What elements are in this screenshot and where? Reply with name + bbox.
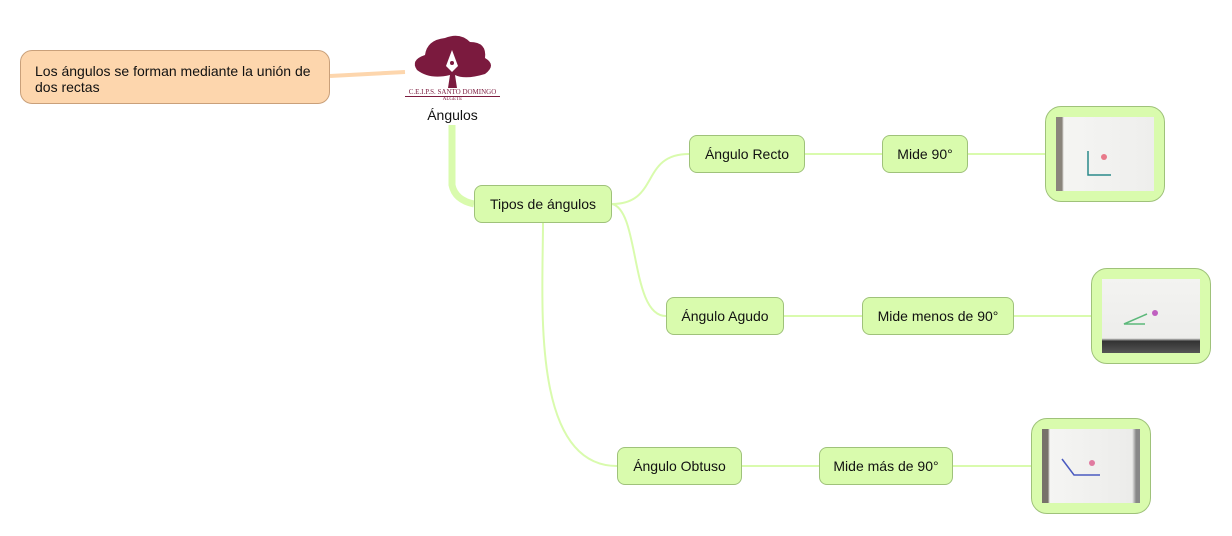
agudo-label: Ángulo Agudo <box>681 308 769 324</box>
obtuso-label: Ángulo Obtuso <box>633 458 726 474</box>
agudo-measure-node[interactable]: Mide menos de 90° <box>862 297 1014 335</box>
root-title: Ángulos <box>427 107 478 123</box>
obtuso-measure: Mide más de 90° <box>833 458 939 474</box>
tipos-node[interactable]: Tipos de ángulos <box>474 185 612 223</box>
agudo-image[interactable] <box>1091 268 1211 364</box>
logo-subtext: ALGETE <box>442 97 463 102</box>
tipos-label: Tipos de ángulos <box>489 196 597 212</box>
logo-text: C.E.I.P.S. SANTO DOMINGO <box>405 88 500 97</box>
obtuso-image[interactable] <box>1031 418 1151 514</box>
recto-node[interactable]: Ángulo Recto <box>689 135 805 173</box>
agudo-node[interactable]: Ángulo Agudo <box>666 297 784 335</box>
agudo-measure: Mide menos de 90° <box>877 308 999 324</box>
obtuso-node[interactable]: Ángulo Obtuso <box>617 447 742 485</box>
recto-measure-node[interactable]: Mide 90° <box>882 135 968 173</box>
recto-measure: Mide 90° <box>897 146 953 162</box>
note-node[interactable]: Los ángulos se forman mediante la unión … <box>20 50 330 104</box>
obtuso-measure-node[interactable]: Mide más de 90° <box>819 447 953 485</box>
note-text: Los ángulos se forman mediante la unión … <box>35 63 311 95</box>
recto-image[interactable] <box>1045 106 1165 202</box>
recto-label: Ángulo Recto <box>704 146 790 162</box>
school-logo <box>414 35 491 88</box>
root-node[interactable]: C.E.I.P.S. SANTO DOMINGO ALGETE Ángulos <box>405 30 500 125</box>
